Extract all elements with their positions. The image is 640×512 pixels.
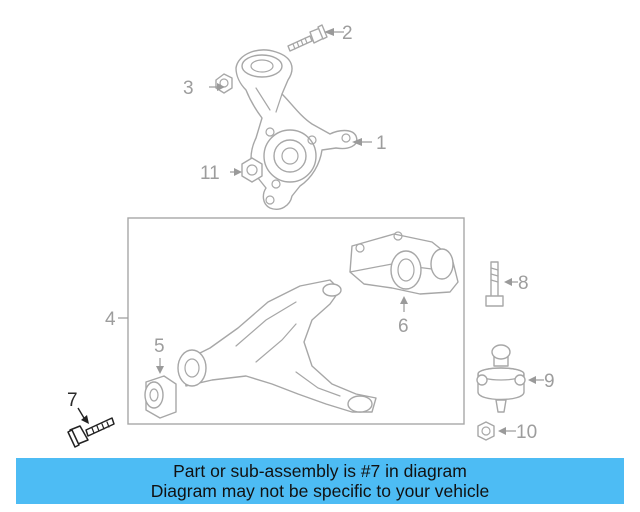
callout-6: 6 [398,316,409,337]
bolt-part-7-highlighted[interactable] [67,417,115,448]
callout-4: 4 [105,309,116,330]
callout-7: 7 [67,390,78,411]
callout-2: 2 [342,23,353,44]
ball-joint-part-9[interactable] [476,344,526,413]
callout-1: 1 [376,133,387,154]
bushing-bracket-part-6[interactable] [349,231,459,295]
bushing-part-5[interactable] [144,375,177,419]
parts-diagram: 1 2 3 4 5 6 7 8 9 10 11 [67,23,555,448]
callout-11: 11 [200,163,220,184]
info-banner: Part or sub-assembly is #7 in diagram Di… [16,458,624,504]
callout-8: 8 [518,273,529,294]
callout-10: 10 [516,422,537,443]
steering-knuckle-part-1[interactable] [235,49,358,210]
nut-part-11[interactable] [241,157,263,183]
banner-line-part-number: Part or sub-assembly is #7 in diagram [173,461,467,481]
lower-control-arm[interactable] [177,279,377,413]
banner-line-disclaimer: Diagram may not be specific to your vehi… [150,481,490,501]
callout-3: 3 [183,78,194,99]
leader-lines [77,28,544,435]
bolt-part-2[interactable] [287,24,328,52]
lower-arm-assembly-box [127,217,465,425]
callout-9: 9 [544,371,555,392]
callout-5: 5 [154,336,165,357]
bolt-part-8[interactable] [485,261,504,307]
nut-part-10[interactable] [477,421,495,441]
